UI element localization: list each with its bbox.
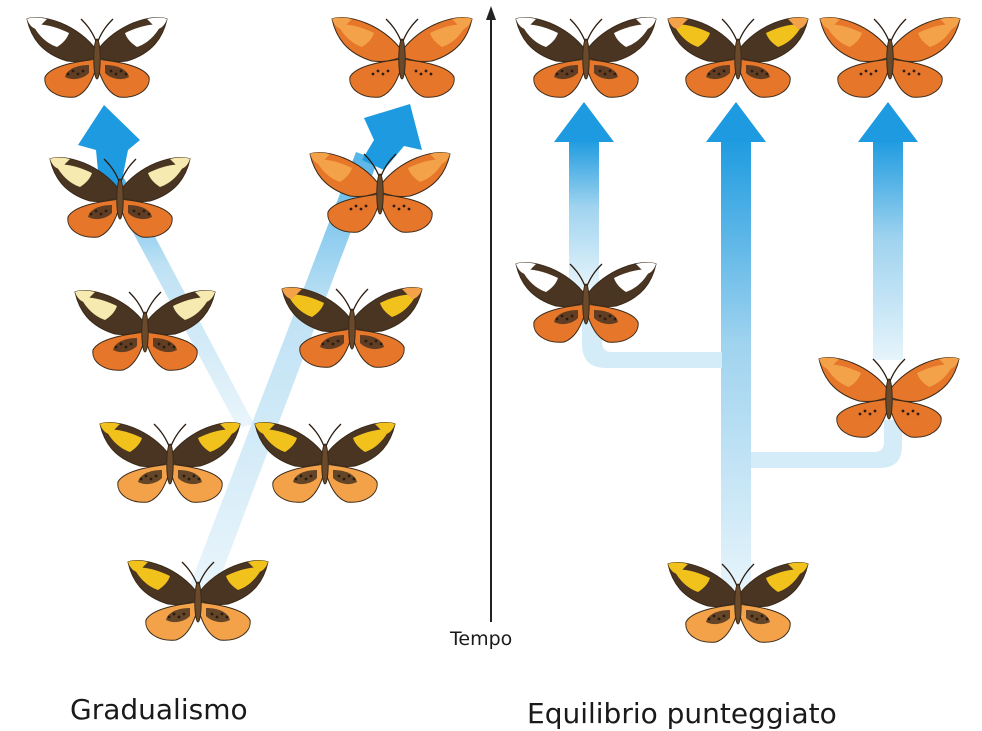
- time-axis-label: Tempo: [450, 628, 512, 650]
- caption-gradualism: Gradualismo: [70, 693, 248, 726]
- butterfly-12: [820, 17, 960, 97]
- butterfly-9: [255, 422, 395, 502]
- gradualism-branch-left: [78, 105, 254, 428]
- butterfly-10: [516, 17, 656, 97]
- butterfly-11: [668, 17, 808, 97]
- butterfly-1: [27, 17, 167, 97]
- butterflies-layer: [27, 17, 960, 642]
- time-axis: [486, 6, 496, 622]
- punctuated-stem-main: [706, 102, 766, 590]
- butterfly-6: [332, 17, 472, 97]
- caption-punctuated-equilibrium: Equilibrio punteggiato: [527, 697, 837, 730]
- butterfly-4: [100, 422, 240, 502]
